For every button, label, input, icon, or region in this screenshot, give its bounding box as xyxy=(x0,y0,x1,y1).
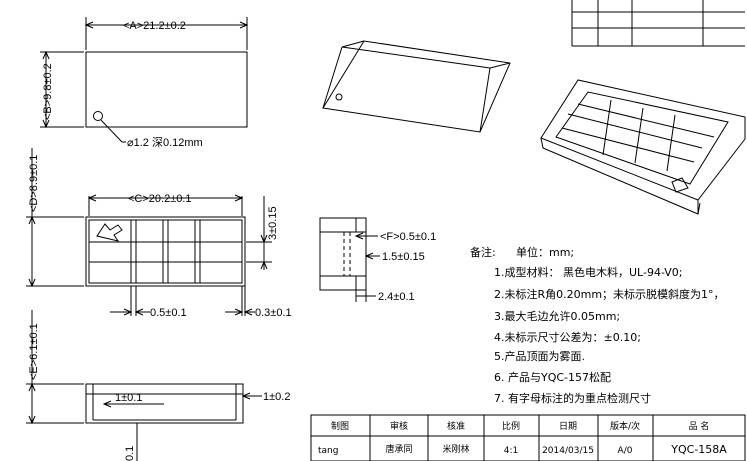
revision-grid xyxy=(571,0,745,47)
note-item: 3.最大毛边允许0.05mm; xyxy=(494,309,620,323)
tb-approver: 米刚林 xyxy=(442,443,469,455)
hole-label: ⌀1.2 深0.12mm xyxy=(127,136,203,149)
plan-view xyxy=(26,148,272,316)
dim-e-label: <E>6.1±0.1 xyxy=(28,323,40,380)
note-item: 4.未标示尺寸公差为：±0.10; xyxy=(494,330,641,344)
side-view xyxy=(26,310,262,461)
tb-header-drafter: 制图 xyxy=(331,420,349,432)
tb-header-approver: 核准 xyxy=(447,420,465,432)
tb-reviewer: 唐承同 xyxy=(385,443,412,455)
dim-slot-label: 3±0.15 xyxy=(267,206,279,240)
note-item: 6. 产品与YQC-157松配 xyxy=(494,370,611,384)
note-item: 5.产品顶面为雾面. xyxy=(494,349,585,363)
tb-date: 2014/03/15 xyxy=(542,446,594,456)
dim-side-step-label: 1±0.1 xyxy=(115,392,142,404)
top-view xyxy=(40,17,249,143)
note-item: 7. 有字母标注的为重点检测尺寸 xyxy=(494,391,651,405)
dim-a-label: <A>21.2±0.2 xyxy=(123,20,186,32)
tb-version: A/0 xyxy=(618,446,633,456)
tb-header-part-name: 品 名 xyxy=(689,420,710,432)
dim-b-label: <B>9.8±0.2 xyxy=(42,63,54,120)
dim-base-label: 2.4±0.1 xyxy=(378,291,415,303)
isometric-closed xyxy=(322,40,511,133)
notes-header: 备注: xyxy=(470,245,496,259)
tb-header-scale: 比例 xyxy=(502,420,520,432)
dim-side-ledge-label: 1±0.2 xyxy=(263,391,290,403)
note-item: 2.未标注R角0.20mm；未标示脱模斜度为1°， xyxy=(494,287,725,301)
dim-f-label: <F>0.5±0.1 xyxy=(380,231,436,243)
tb-header-reviewer: 审核 xyxy=(390,420,408,432)
section-view xyxy=(319,217,380,302)
dim-step-label: 1.5±0.15 xyxy=(382,251,425,263)
dim-d-label: <D>8.9±0.1 xyxy=(28,155,40,212)
dim-wall-label: 0.3±0.1 xyxy=(255,307,292,319)
title-block-grid xyxy=(310,414,746,461)
dim-gap-label: 0.5±0.1 xyxy=(150,307,187,319)
notes-unit: 单位：mm; xyxy=(516,245,574,259)
tb-scale: 4:1 xyxy=(504,446,518,456)
isometric-open xyxy=(540,79,746,215)
dim-bottom-gap-label: 0.1 xyxy=(124,446,136,461)
tb-header-date: 日期 xyxy=(559,421,577,432)
tb-part-name: YQC-158A xyxy=(670,443,727,456)
dim-c-label: <C>20.2±0.1 xyxy=(128,193,192,205)
tb-header-version: 版本/次 xyxy=(610,420,640,432)
tb-drafter: tang xyxy=(318,446,338,456)
note-item: 1.成型材料： 黑色电木料，UL-94-V0; xyxy=(494,265,683,279)
